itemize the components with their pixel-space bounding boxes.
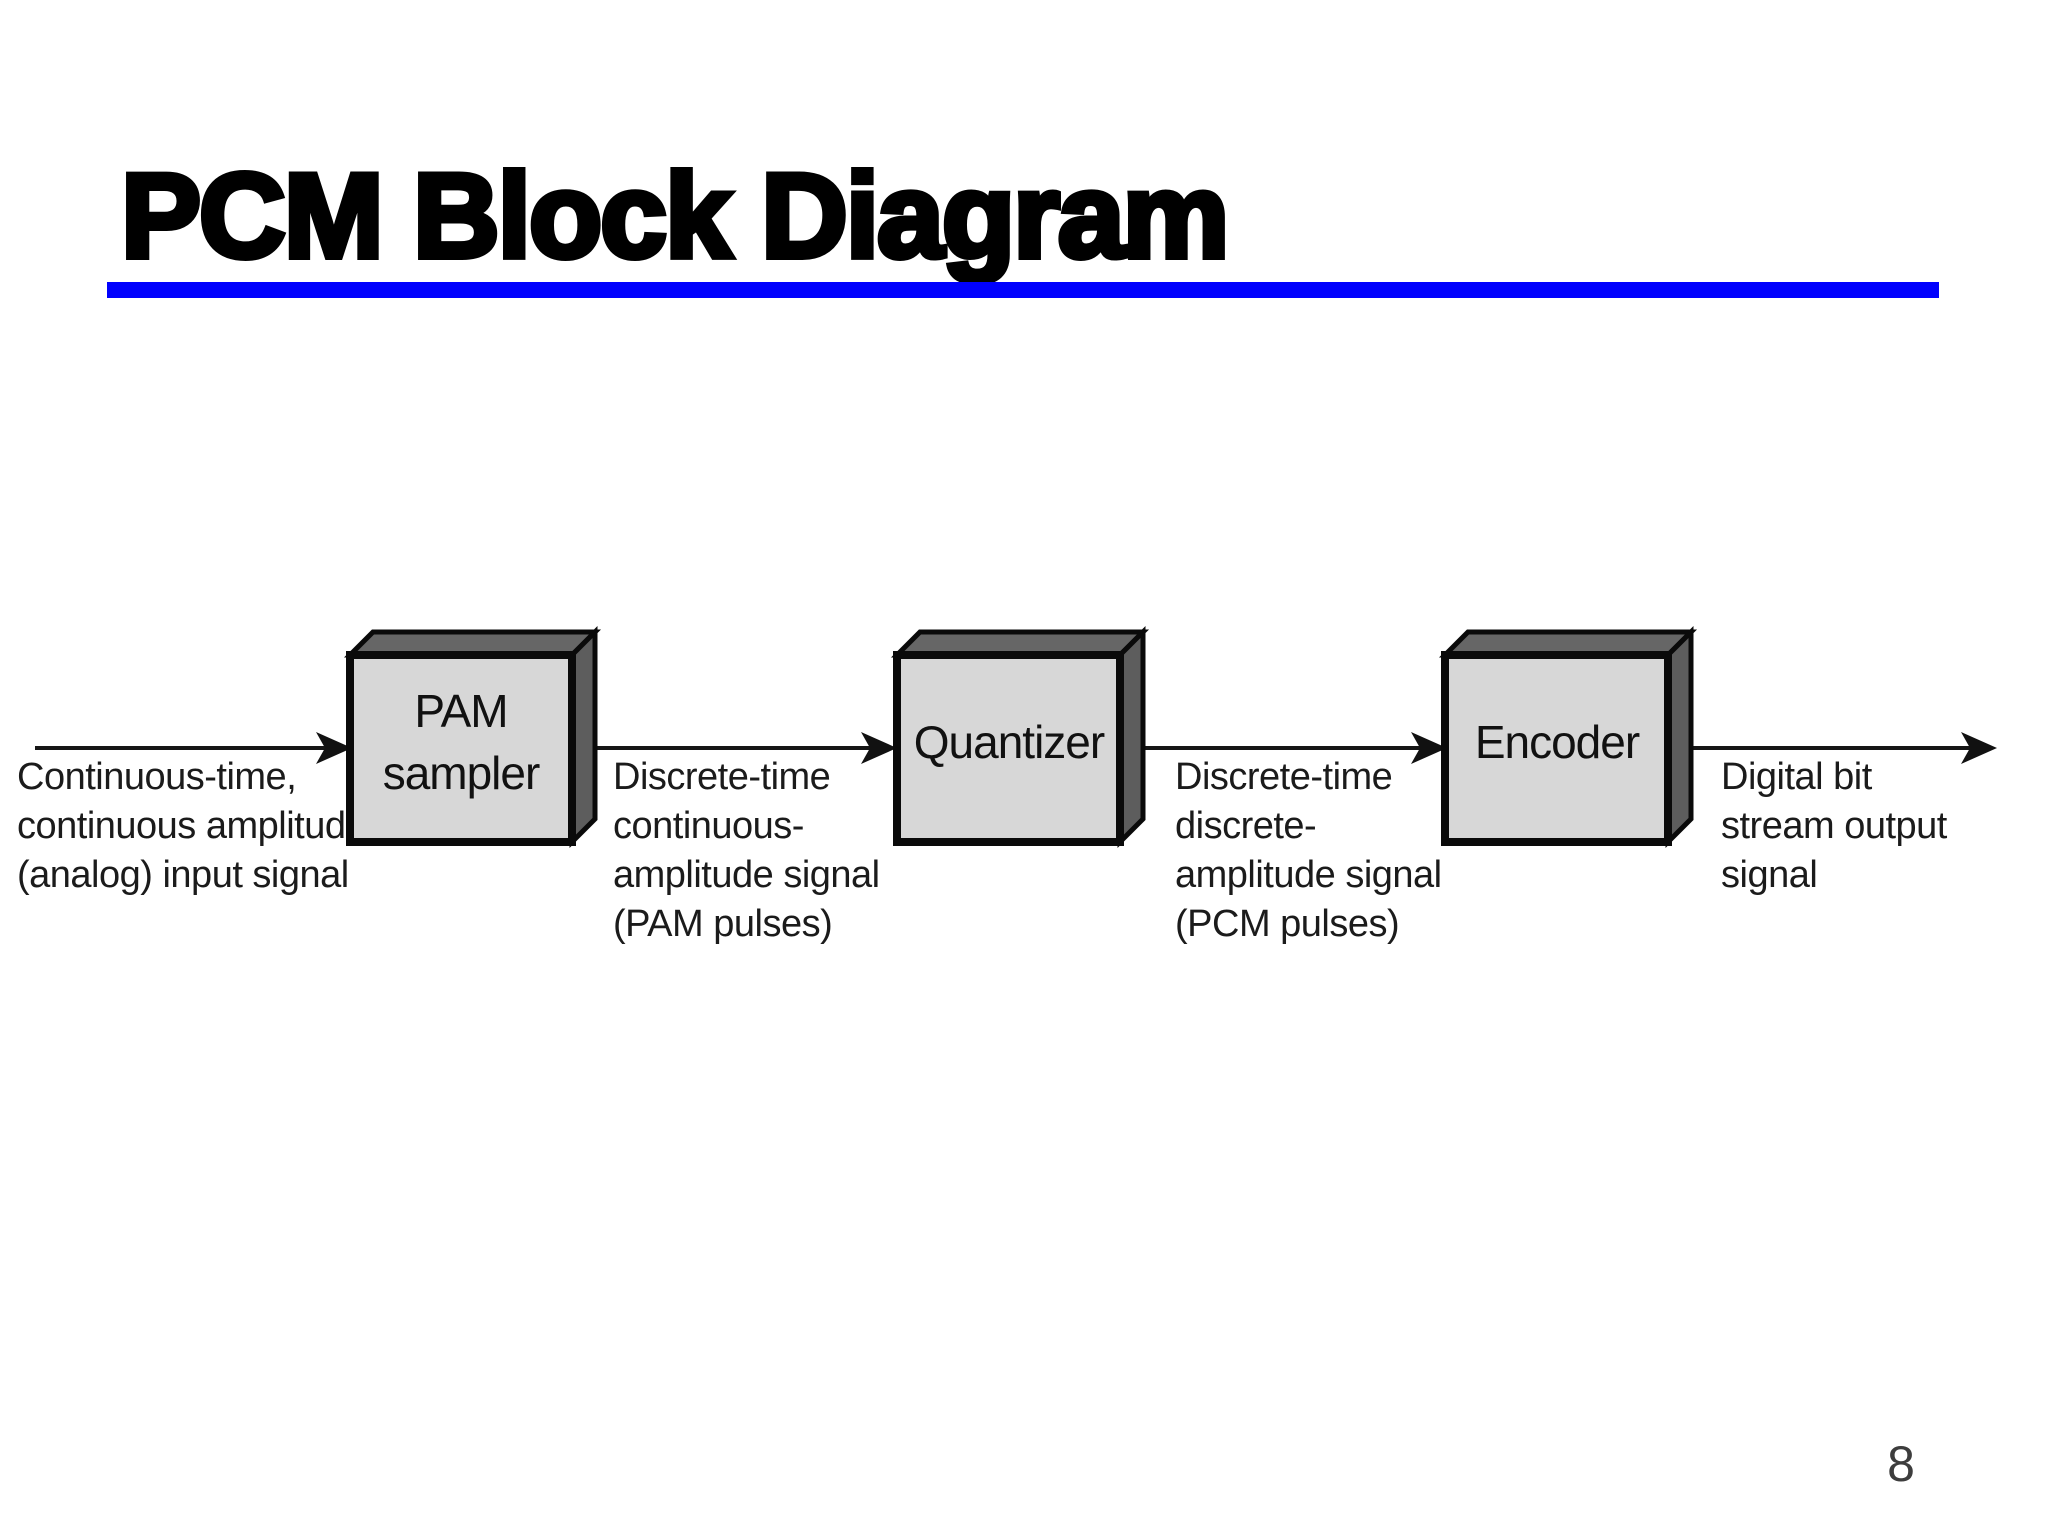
quantizer-block	[890, 625, 1150, 849]
label-line: Encoder	[1474, 716, 1640, 768]
pam-sampler-front-face	[346, 651, 576, 846]
quantizer-front-face	[893, 651, 1124, 846]
arrowhead-output-end	[1961, 732, 1997, 764]
label-digital-bit-stream-output: Digital bit stream output signal	[1721, 753, 1947, 900]
arrowhead-into-pam-sampler	[316, 732, 352, 764]
pam-sampler-block	[343, 625, 602, 849]
slide-title: PCM Block Diagram	[118, 149, 1232, 283]
label-line: Quantizer	[913, 716, 1105, 768]
label-pam-pulses-signal: Discrete-time continuous- amplitude sign…	[613, 753, 880, 949]
label-line: stream output	[1721, 805, 1947, 847]
label-line: Discrete-time	[1175, 756, 1393, 798]
label-line: sampler	[382, 747, 541, 799]
arrowheads	[316, 732, 1997, 764]
label-line: amplitude signal	[1175, 854, 1442, 896]
title-underline-rule	[107, 282, 1939, 298]
label-line: PAM	[414, 685, 508, 737]
pam-sampler-label: PAM sampler	[350, 680, 572, 804]
label-pcm-pulses-signal: Discrete-time discrete- amplitude signal…	[1175, 753, 1442, 949]
label-line: (analog) input signal	[17, 854, 349, 896]
arrowhead-into-quantizer	[861, 732, 897, 764]
quantizer-label: Quantizer	[897, 711, 1121, 773]
label-line: Digital bit	[1721, 756, 1872, 798]
label-line: (PAM pulses)	[613, 903, 833, 945]
label-line: discrete-	[1175, 805, 1317, 847]
page-number: 8	[1887, 1436, 1915, 1492]
arrowhead-into-encoder	[1411, 732, 1447, 764]
label-line: amplitude signal	[613, 854, 880, 896]
encoder-front-face	[1441, 651, 1672, 846]
label-line: signal	[1721, 854, 1818, 896]
label-line: continuous amplitude	[17, 805, 367, 847]
label-line: (PCM pulses)	[1175, 903, 1400, 945]
label-line: Continuous-time,	[17, 756, 297, 798]
encoder-block	[1438, 625, 1698, 849]
label-line: Discrete-time	[613, 756, 831, 798]
label-analog-input-signal: Continuous-time, continuous amplitude (a…	[17, 753, 367, 900]
label-line: continuous-	[613, 805, 804, 847]
encoder-label: Encoder	[1445, 711, 1669, 773]
